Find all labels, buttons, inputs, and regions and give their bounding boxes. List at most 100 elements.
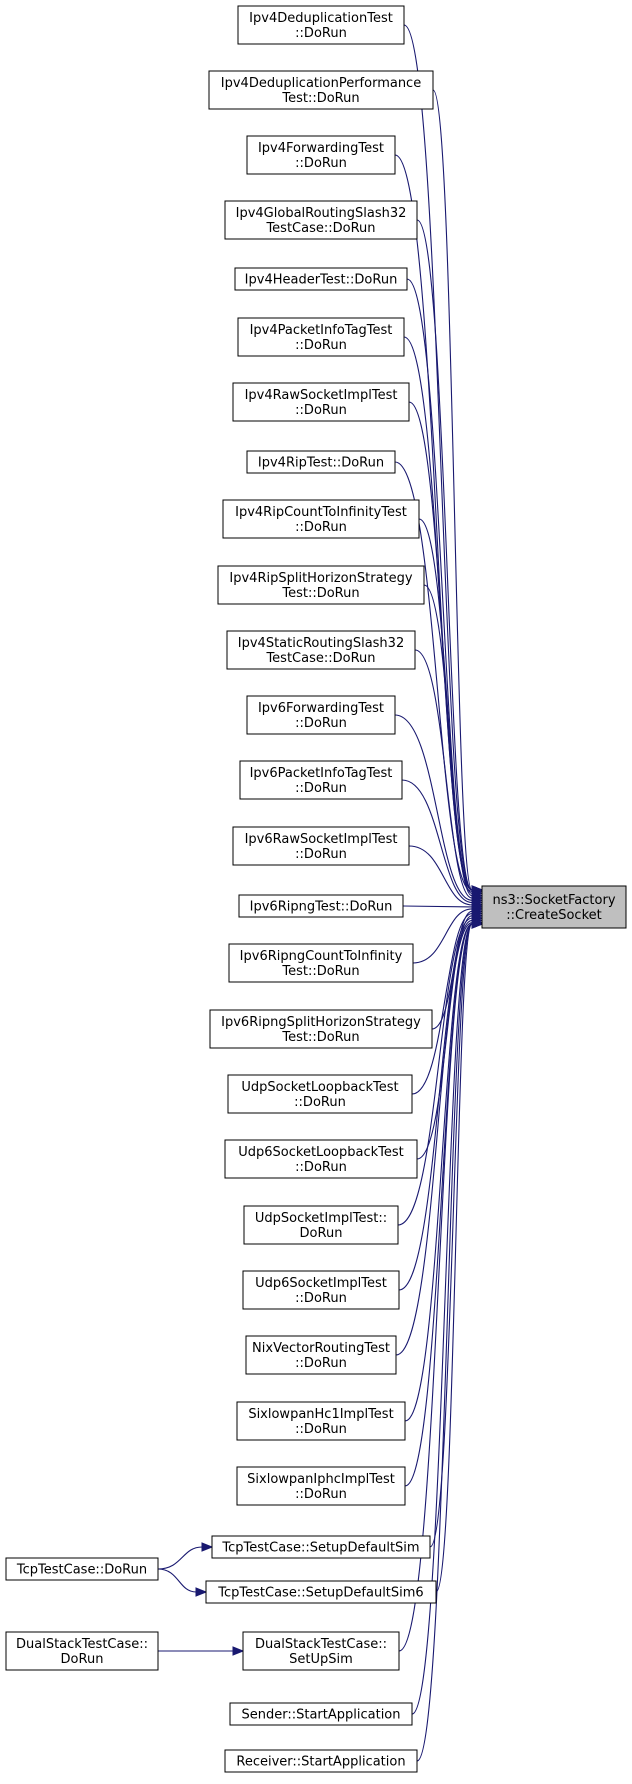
caller-node[interactable]: UdpSocketImplTest::DoRun: [243, 1205, 399, 1245]
node-label: Ipv4RipTest::DoRun: [258, 456, 384, 471]
caller-node[interactable]: Ipv6ForwardingTest::DoRun: [246, 695, 396, 735]
caller-node[interactable]: Ipv6RawSocketImplTest::DoRun: [232, 826, 410, 866]
node-label: Ipv4GlobalRoutingSlash32: [236, 206, 407, 221]
edge-line: [394, 461, 473, 892]
node-label: Test::DoRun: [281, 964, 359, 979]
caller-node[interactable]: Ipv6RipngTest::DoRun: [238, 894, 404, 918]
node-box: [242, 1270, 400, 1310]
node-box: [236, 1401, 406, 1441]
node-label: ::DoRun: [295, 1422, 347, 1437]
node-label: ::DoRun: [294, 1095, 346, 1110]
edge-line: [416, 219, 473, 891]
arrowhead: [201, 1542, 214, 1552]
node-layer: ns3::SocketFactory::CreateSocket Ipv4Dedu…: [5, 5, 627, 1773]
node-label: Ipv4StaticRoutingSlash32: [238, 636, 404, 651]
call-edge: [418, 518, 484, 899]
arrowhead: [471, 919, 484, 929]
call-edge: [408, 845, 484, 910]
caller-node[interactable]: SixlowpanHc1ImplTest::DoRun: [236, 1401, 406, 1441]
caller-node[interactable]: Receiver::StartApplication: [224, 1749, 418, 1773]
caller-node[interactable]: SixlowpanIphcImplTest::DoRun: [236, 1466, 406, 1506]
node-label: Ipv6PacketInfoTagTest: [250, 766, 393, 781]
node-label: Test::DoRun: [281, 1030, 359, 1045]
node-box: [239, 760, 403, 800]
node-label: TcpTestCase::DoRun: [16, 1563, 147, 1578]
node-label: DualStackTestCase::: [255, 1637, 387, 1652]
node-label: SetUpSim: [289, 1652, 353, 1667]
edge-line: [398, 923, 473, 1652]
caller-node[interactable]: NixVectorRoutingTest::DoRun: [245, 1335, 397, 1375]
node-box: [236, 1466, 406, 1506]
node-label: Ipv6RipngSplitHorizonStrategy: [221, 1015, 421, 1030]
caller-node[interactable]: Ipv4PacketInfoTagTest::DoRun: [237, 317, 405, 357]
caller-node[interactable]: Ipv6PacketInfoTagTest::DoRun: [239, 760, 403, 800]
node-box: [243, 1205, 399, 1245]
node-label: Ipv4HeaderTest::DoRun: [245, 273, 398, 288]
call-edge: [158, 1646, 245, 1656]
node-label: Ipv4RipSplitHorizonStrategy: [229, 571, 412, 586]
edge-line: [404, 923, 473, 1422]
node-label: Sender::StartApplication: [241, 1708, 400, 1723]
edge-line: [157, 1568, 197, 1593]
edge-line: [412, 908, 473, 964]
edge-line: [411, 923, 473, 1715]
call-edge: [402, 902, 484, 912]
node-label: SixlowpanHc1ImplTest: [248, 1407, 393, 1422]
node-label: TestCase::DoRun: [265, 651, 375, 666]
node-label: ::DoRun: [295, 847, 347, 862]
node-box: [5, 1557, 159, 1581]
edge-line: [402, 905, 473, 908]
caller-node[interactable]: Udp6SocketImplTest::DoRun: [242, 1270, 400, 1310]
caller-node[interactable]: Ipv4HeaderTest::DoRun: [234, 267, 408, 291]
node-label: Ipv4DeduplicationPerformance: [221, 76, 421, 91]
edge-line: [157, 1546, 203, 1570]
node-box: [205, 1580, 437, 1604]
caller-node[interactable]: Udp6SocketLoopbackTest::DoRun: [224, 1139, 418, 1179]
node-label: DualStackTestCase::: [16, 1637, 148, 1652]
node-box: [222, 499, 420, 539]
caller-node[interactable]: Ipv4ForwardingTest::DoRun: [246, 135, 396, 175]
node-box: [217, 565, 425, 605]
caller-node[interactable]: Ipv4RipCountToInfinityTest::DoRun: [222, 499, 420, 539]
node-box: [246, 695, 396, 735]
call-edge: [403, 336, 484, 895]
edge-line: [401, 779, 473, 904]
node-label: ::DoRun: [295, 156, 347, 171]
edge-layer: [157, 24, 484, 1762]
caller-node[interactable]: Sender::StartApplication: [229, 1702, 413, 1726]
node-box: [232, 382, 410, 422]
node-box: [246, 450, 396, 474]
node-label: Ipv4PacketInfoTagTest: [250, 323, 393, 338]
caller-node[interactable]: DualStackTestCase::SetUpSim: [242, 1631, 400, 1671]
caller-node[interactable]: Ipv4RipTest::DoRun: [246, 450, 396, 474]
node-box: [211, 1535, 431, 1559]
edge-line: [411, 912, 473, 1095]
caller-node[interactable]: TcpTestCase::SetupDefaultSim6: [205, 1580, 437, 1604]
edge-line: [416, 923, 473, 1762]
node-box: [229, 1702, 413, 1726]
caller-node[interactable]: TcpTestCase::SetupDefaultSim: [211, 1535, 431, 1559]
call-edge: [401, 779, 484, 908]
node-box: [237, 5, 405, 45]
caller-node[interactable]: TcpTestCase::DoRun: [5, 1557, 159, 1581]
node-label: Ipv6RawSocketImplTest: [245, 832, 398, 847]
arrowhead: [195, 1587, 208, 1597]
call-edge: [157, 1542, 214, 1570]
target-node[interactable]: ns3::SocketFactory::CreateSocket: [481, 885, 627, 929]
node-box: [242, 1631, 400, 1671]
node-box: [237, 317, 405, 357]
node-label: NixVectorRoutingTest: [252, 1341, 390, 1356]
caller-node[interactable]: DualStackTestCase::DoRun: [5, 1631, 159, 1671]
caller-node[interactable]: UdpSocketLoopbackTest::DoRun: [227, 1074, 413, 1114]
edge-line: [414, 649, 473, 899]
caller-node[interactable]: Ipv4RawSocketImplTest::DoRun: [232, 382, 410, 422]
edge-line: [395, 922, 473, 1356]
caller-node[interactable]: Ipv4DeduplicationTest::DoRun: [237, 5, 405, 45]
